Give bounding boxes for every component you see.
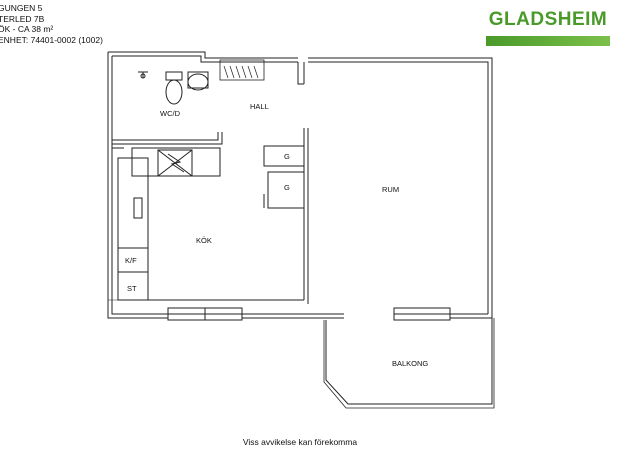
room-label-balkong: BALKONG xyxy=(392,359,428,368)
room-label-hall: HALL xyxy=(250,102,269,111)
address-line: GUNGEN 5 xyxy=(0,3,43,13)
hall-wardrobe xyxy=(223,65,259,79)
disclaimer-note: Viss avvikelse kan förekomma xyxy=(242,437,358,447)
stairwell-line: TERLED 7B xyxy=(0,13,45,24)
room-label-wc: WC/D xyxy=(160,109,181,118)
property-info: GUNGEN 5 TERLED 7B ÖK - CA 38 m² ENHET: … xyxy=(0,3,103,45)
brand-bar xyxy=(486,36,610,46)
room-label-st: ST xyxy=(127,284,137,293)
area-line: ÖK - CA 38 m² xyxy=(0,24,54,35)
room-label-closet-1: G xyxy=(284,152,290,161)
outer-walls xyxy=(107,51,493,319)
brand-logo: GLADSHEIM xyxy=(486,8,610,46)
room-label-rum: RUM xyxy=(382,185,399,194)
room-label-kf: K/F xyxy=(125,256,137,265)
interior-walls xyxy=(108,62,309,304)
windows xyxy=(167,59,451,321)
brand-name: GLADSHEIM xyxy=(488,9,608,30)
bathroom-fixtures xyxy=(138,71,209,105)
balcony-outline xyxy=(323,318,495,409)
kitchen-counter xyxy=(117,147,221,301)
room-label-closet-2: G xyxy=(284,183,290,192)
unit-line: ENHET: 74401-0002 (1002) xyxy=(0,34,103,45)
room-label-kok: KÖK xyxy=(196,236,212,245)
